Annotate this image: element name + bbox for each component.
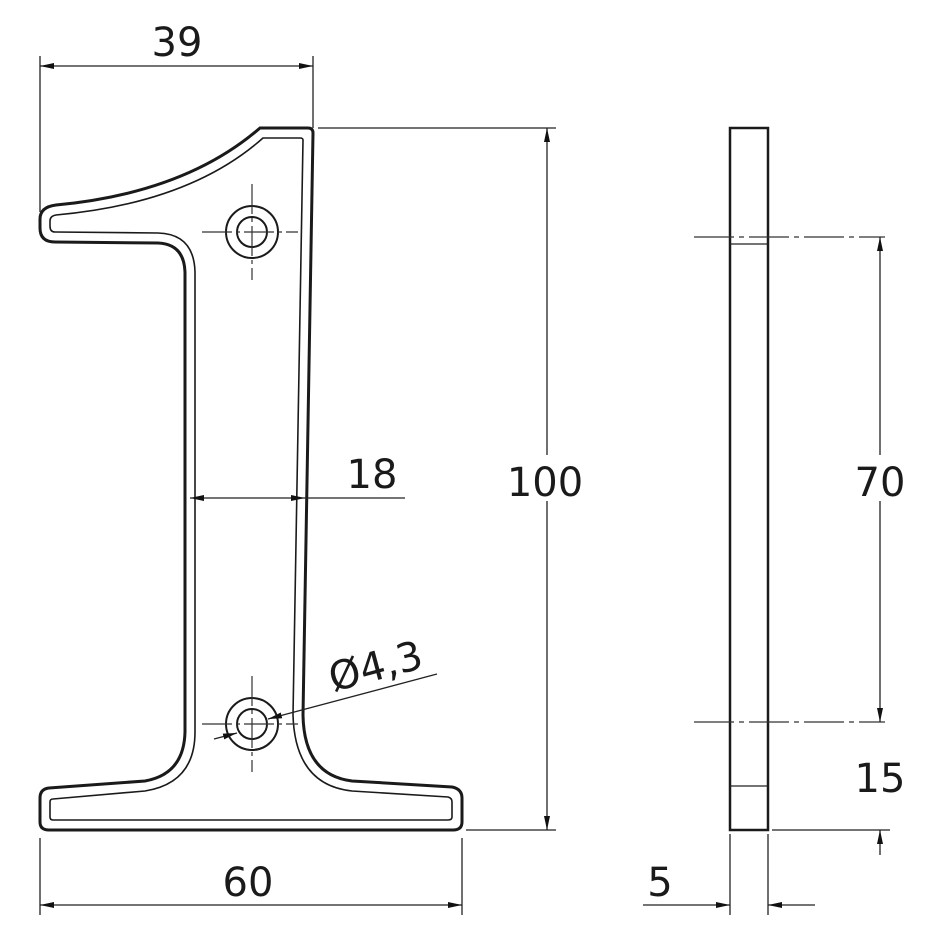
dimension-18-label: 18 bbox=[347, 452, 398, 498]
dimension-39 bbox=[39, 56, 314, 212]
dimension-hole-diameter-label: Ø4,3 bbox=[324, 633, 428, 702]
mounting-hole-top bbox=[202, 184, 298, 280]
dimension-70-label: 70 bbox=[855, 460, 906, 506]
dimension-15-label: 15 bbox=[855, 756, 906, 802]
dimension-60 bbox=[39, 838, 463, 915]
dimension-39-label: 39 bbox=[152, 20, 203, 66]
numeral-outer-outline bbox=[38, 126, 464, 832]
side-view bbox=[694, 126, 885, 832]
numeral-inner-outline bbox=[49, 137, 453, 821]
dimension-5-label: 5 bbox=[647, 860, 672, 906]
dimension-60-label: 60 bbox=[223, 860, 274, 906]
dimension-5 bbox=[643, 834, 815, 915]
dimension-15 bbox=[772, 829, 890, 855]
dimension-100-label: 100 bbox=[507, 460, 583, 506]
mounting-hole-bottom bbox=[202, 676, 298, 772]
dimension-hole-diameter bbox=[213, 673, 438, 740]
